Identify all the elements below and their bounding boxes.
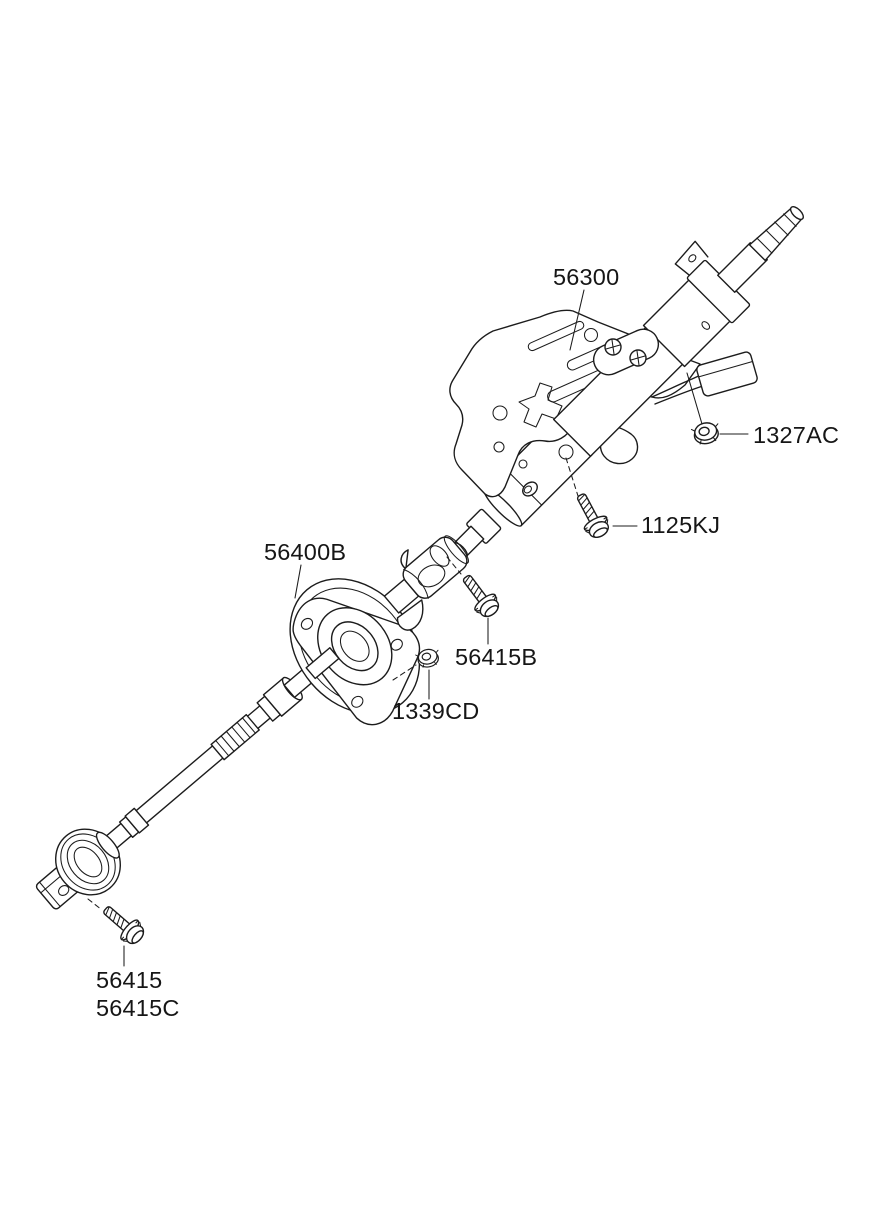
- flange-hole: [351, 695, 364, 708]
- bolt-1125KJ-drawing: [568, 488, 614, 543]
- bracket-hole: [492, 405, 508, 421]
- bracket-hole: [583, 327, 599, 343]
- label-1125KJ: 1125KJ: [641, 512, 720, 538]
- bracket-arm-tab: [696, 351, 758, 397]
- leader-56415B-part: [446, 556, 462, 575]
- bracket-capsule: [592, 328, 660, 376]
- bracket-cross-cutout: [518, 382, 563, 428]
- bolt-56415B-drawing: [455, 568, 505, 623]
- leader-1327AC-part: [686, 372, 703, 425]
- leader-1339CD-part: [392, 664, 417, 681]
- bolt-56415-drawing: [96, 898, 150, 950]
- tilt-bolt: [522, 481, 538, 497]
- label-56300: 56300: [553, 264, 619, 290]
- upper-universal-joint: [396, 535, 469, 631]
- flange-hole: [300, 617, 314, 630]
- label-1339CD: 1339CD: [392, 698, 479, 724]
- intermediate-shaft-assembly-drawing: [35, 535, 469, 910]
- leader-56400B: [294, 564, 302, 599]
- label-56415B: 56415B: [455, 644, 537, 670]
- shaft-boot-flange: [289, 578, 421, 726]
- flexible-coupling: [55, 828, 121, 896]
- label-56400B: 56400B: [264, 539, 346, 565]
- flange-hole: [390, 638, 403, 651]
- label-1327AC: 1327AC: [753, 422, 839, 448]
- shaft-ribbed-section: [210, 713, 260, 761]
- collar-tab: [674, 240, 709, 276]
- leader-1125KJ-part: [565, 457, 579, 497]
- label-56415C: 56415C: [96, 995, 180, 1021]
- steering-column-assembly-drawing: [449, 206, 804, 558]
- leader-56415-part: [87, 898, 103, 911]
- bracket-arm: [651, 373, 704, 405]
- label-56415: 56415: [96, 967, 162, 993]
- bracket-hole: [493, 441, 505, 453]
- nut-1327AC-drawing: [690, 419, 723, 447]
- leader-56300: [569, 289, 585, 351]
